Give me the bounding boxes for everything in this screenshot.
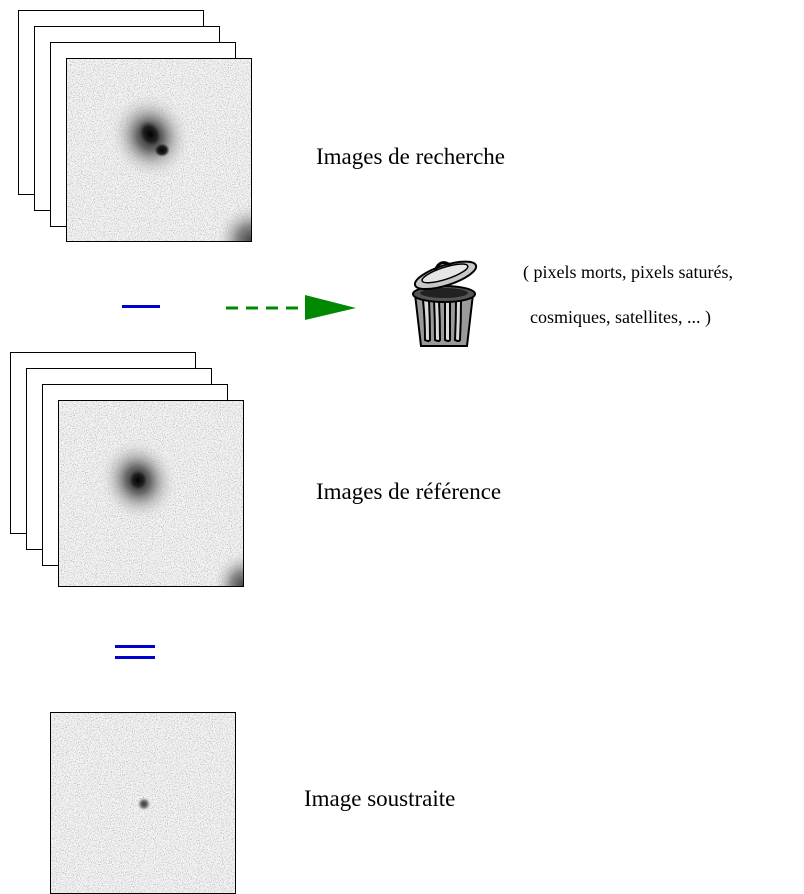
trash-caption-line-1: ( pixels morts, pixels saturés, — [523, 262, 733, 282]
equals-bar-bottom — [115, 656, 155, 659]
subtracted-image — [50, 712, 236, 894]
equals-bar-top — [115, 645, 155, 648]
reference-image — [58, 400, 244, 587]
trash-caption-line-2: cosmiques, satellites, ... ) — [530, 307, 711, 327]
trash-can-icon — [403, 250, 485, 350]
minus-sign-icon — [122, 305, 160, 308]
search-image — [66, 58, 252, 242]
subtracted-image-label: Image soustraite — [304, 786, 456, 811]
reference-images-label: Images de référence — [316, 479, 502, 504]
search-images-label: Images de recherche — [316, 144, 505, 169]
